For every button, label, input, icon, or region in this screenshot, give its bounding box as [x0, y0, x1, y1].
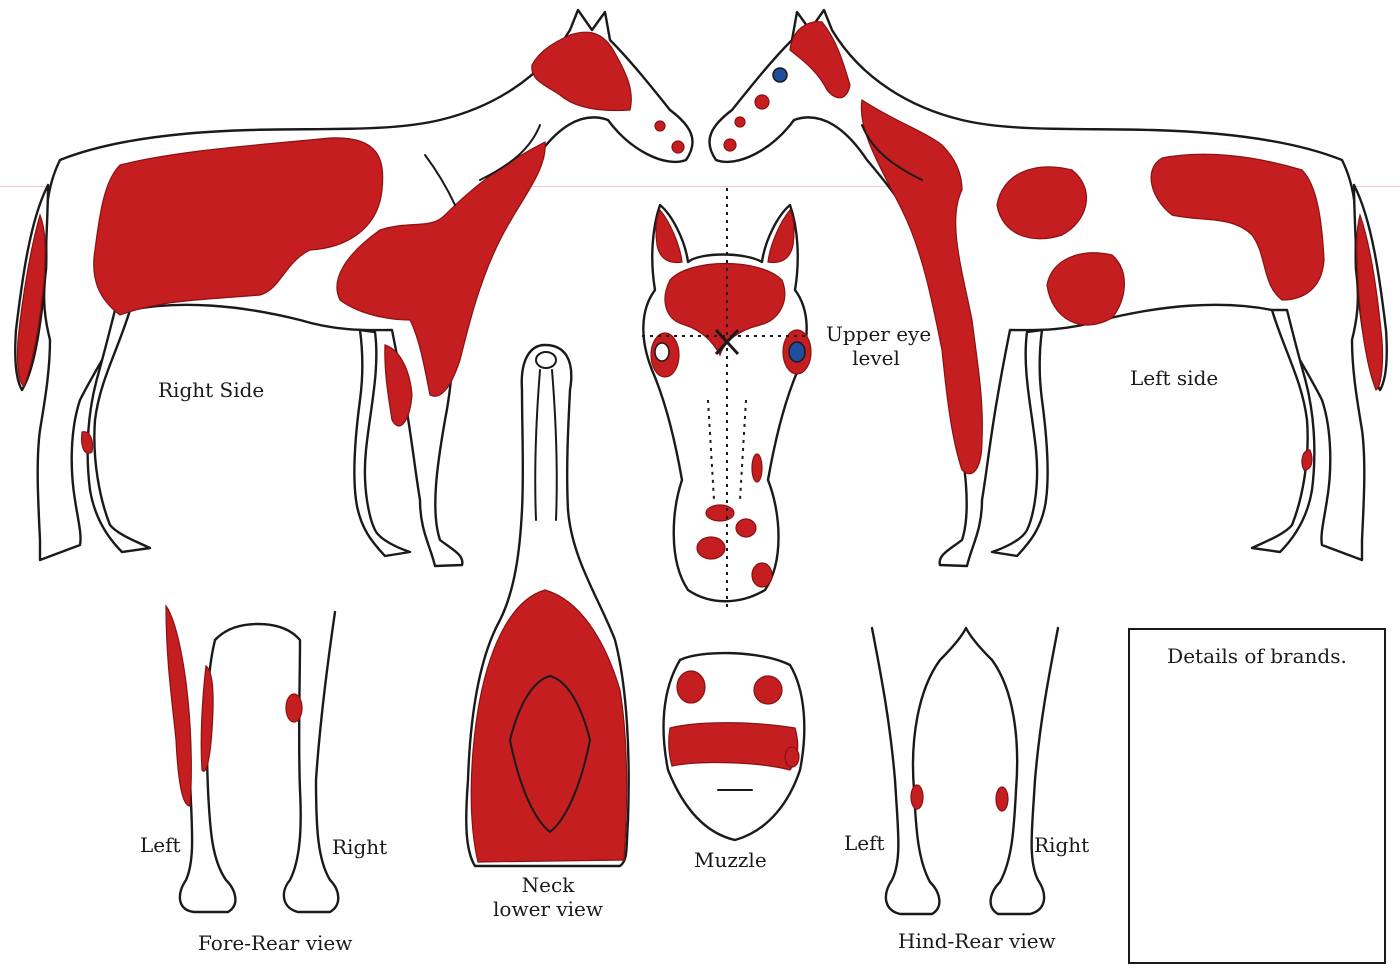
fore-rear-view-label: Fore-Rear view: [198, 931, 352, 955]
neck-lower-view-label: Neck lower view: [488, 873, 608, 921]
left-side-horse-face-spot-small: [735, 117, 745, 127]
neck-lower-view-line-2: lower view: [488, 897, 608, 921]
head-front-lip-patch: [752, 563, 772, 587]
right-side-horse-muzzle-spot: [672, 141, 684, 153]
fore-rear-view: [166, 606, 338, 912]
upper-eye-level-label: Upper eye level: [826, 322, 926, 370]
fore-rear-outline: [168, 610, 338, 912]
muzzle-label: Muzzle: [694, 848, 767, 872]
upper-eye-level-line-1: Upper eye: [826, 322, 926, 346]
fore-rear-right-label: Right: [332, 835, 387, 859]
fore-rear-left-label: Left: [140, 833, 181, 857]
upper-eye-level-line-2: level: [826, 346, 926, 370]
left-side-horse: [709, 10, 1386, 566]
head-front-view: [642, 188, 811, 612]
left-side-horse-blue-eye: [773, 68, 787, 82]
muzzle-band-patch: [669, 723, 798, 770]
right-side-label: Right Side: [158, 378, 264, 402]
head-front-nose-spot-small: [736, 519, 756, 537]
muzzle-right-nostril-patch: [754, 676, 782, 704]
left-side-horse-face-spot: [755, 95, 769, 109]
neck-lower-view: [466, 345, 628, 866]
left-side-horse-muzzle-spot: [724, 139, 736, 151]
left-side-label: Left side: [1130, 366, 1218, 390]
right-side-horse-nostril-spot: [655, 121, 665, 131]
muzzle-left-nostril-patch: [677, 671, 705, 703]
head-front-blue-eye: [789, 342, 805, 362]
right-side-horse: [15, 10, 692, 566]
head-front-right-eye: [655, 343, 669, 361]
neck-lower-view-line-1: Neck: [488, 873, 608, 897]
brand-details-box[interactable]: Details of brands.: [1128, 628, 1386, 964]
head-front-nose-spot: [706, 505, 734, 521]
fore-rear-right-knee-patch: [286, 694, 302, 722]
hind-rear-left-hock-patch: [911, 785, 923, 809]
hind-rear-view: [872, 628, 1058, 914]
hind-rear-right-hock-patch: [996, 787, 1008, 811]
head-front-nostril-patch: [697, 537, 725, 559]
hind-rear-right-label: Right: [1034, 833, 1089, 857]
hind-rear-view-label: Hind-Rear view: [898, 929, 1056, 953]
hind-rear-outline: [872, 628, 1058, 914]
muzzle-view: [664, 653, 805, 840]
left-side-horse-hock-patch: [1302, 450, 1312, 470]
head-front-face-stripe-patch: [752, 454, 762, 482]
hind-rear-left-label: Left: [844, 831, 885, 855]
brand-details-title: Details of brands.: [1130, 644, 1384, 668]
muzzle-right-lip-patch: [785, 747, 799, 767]
